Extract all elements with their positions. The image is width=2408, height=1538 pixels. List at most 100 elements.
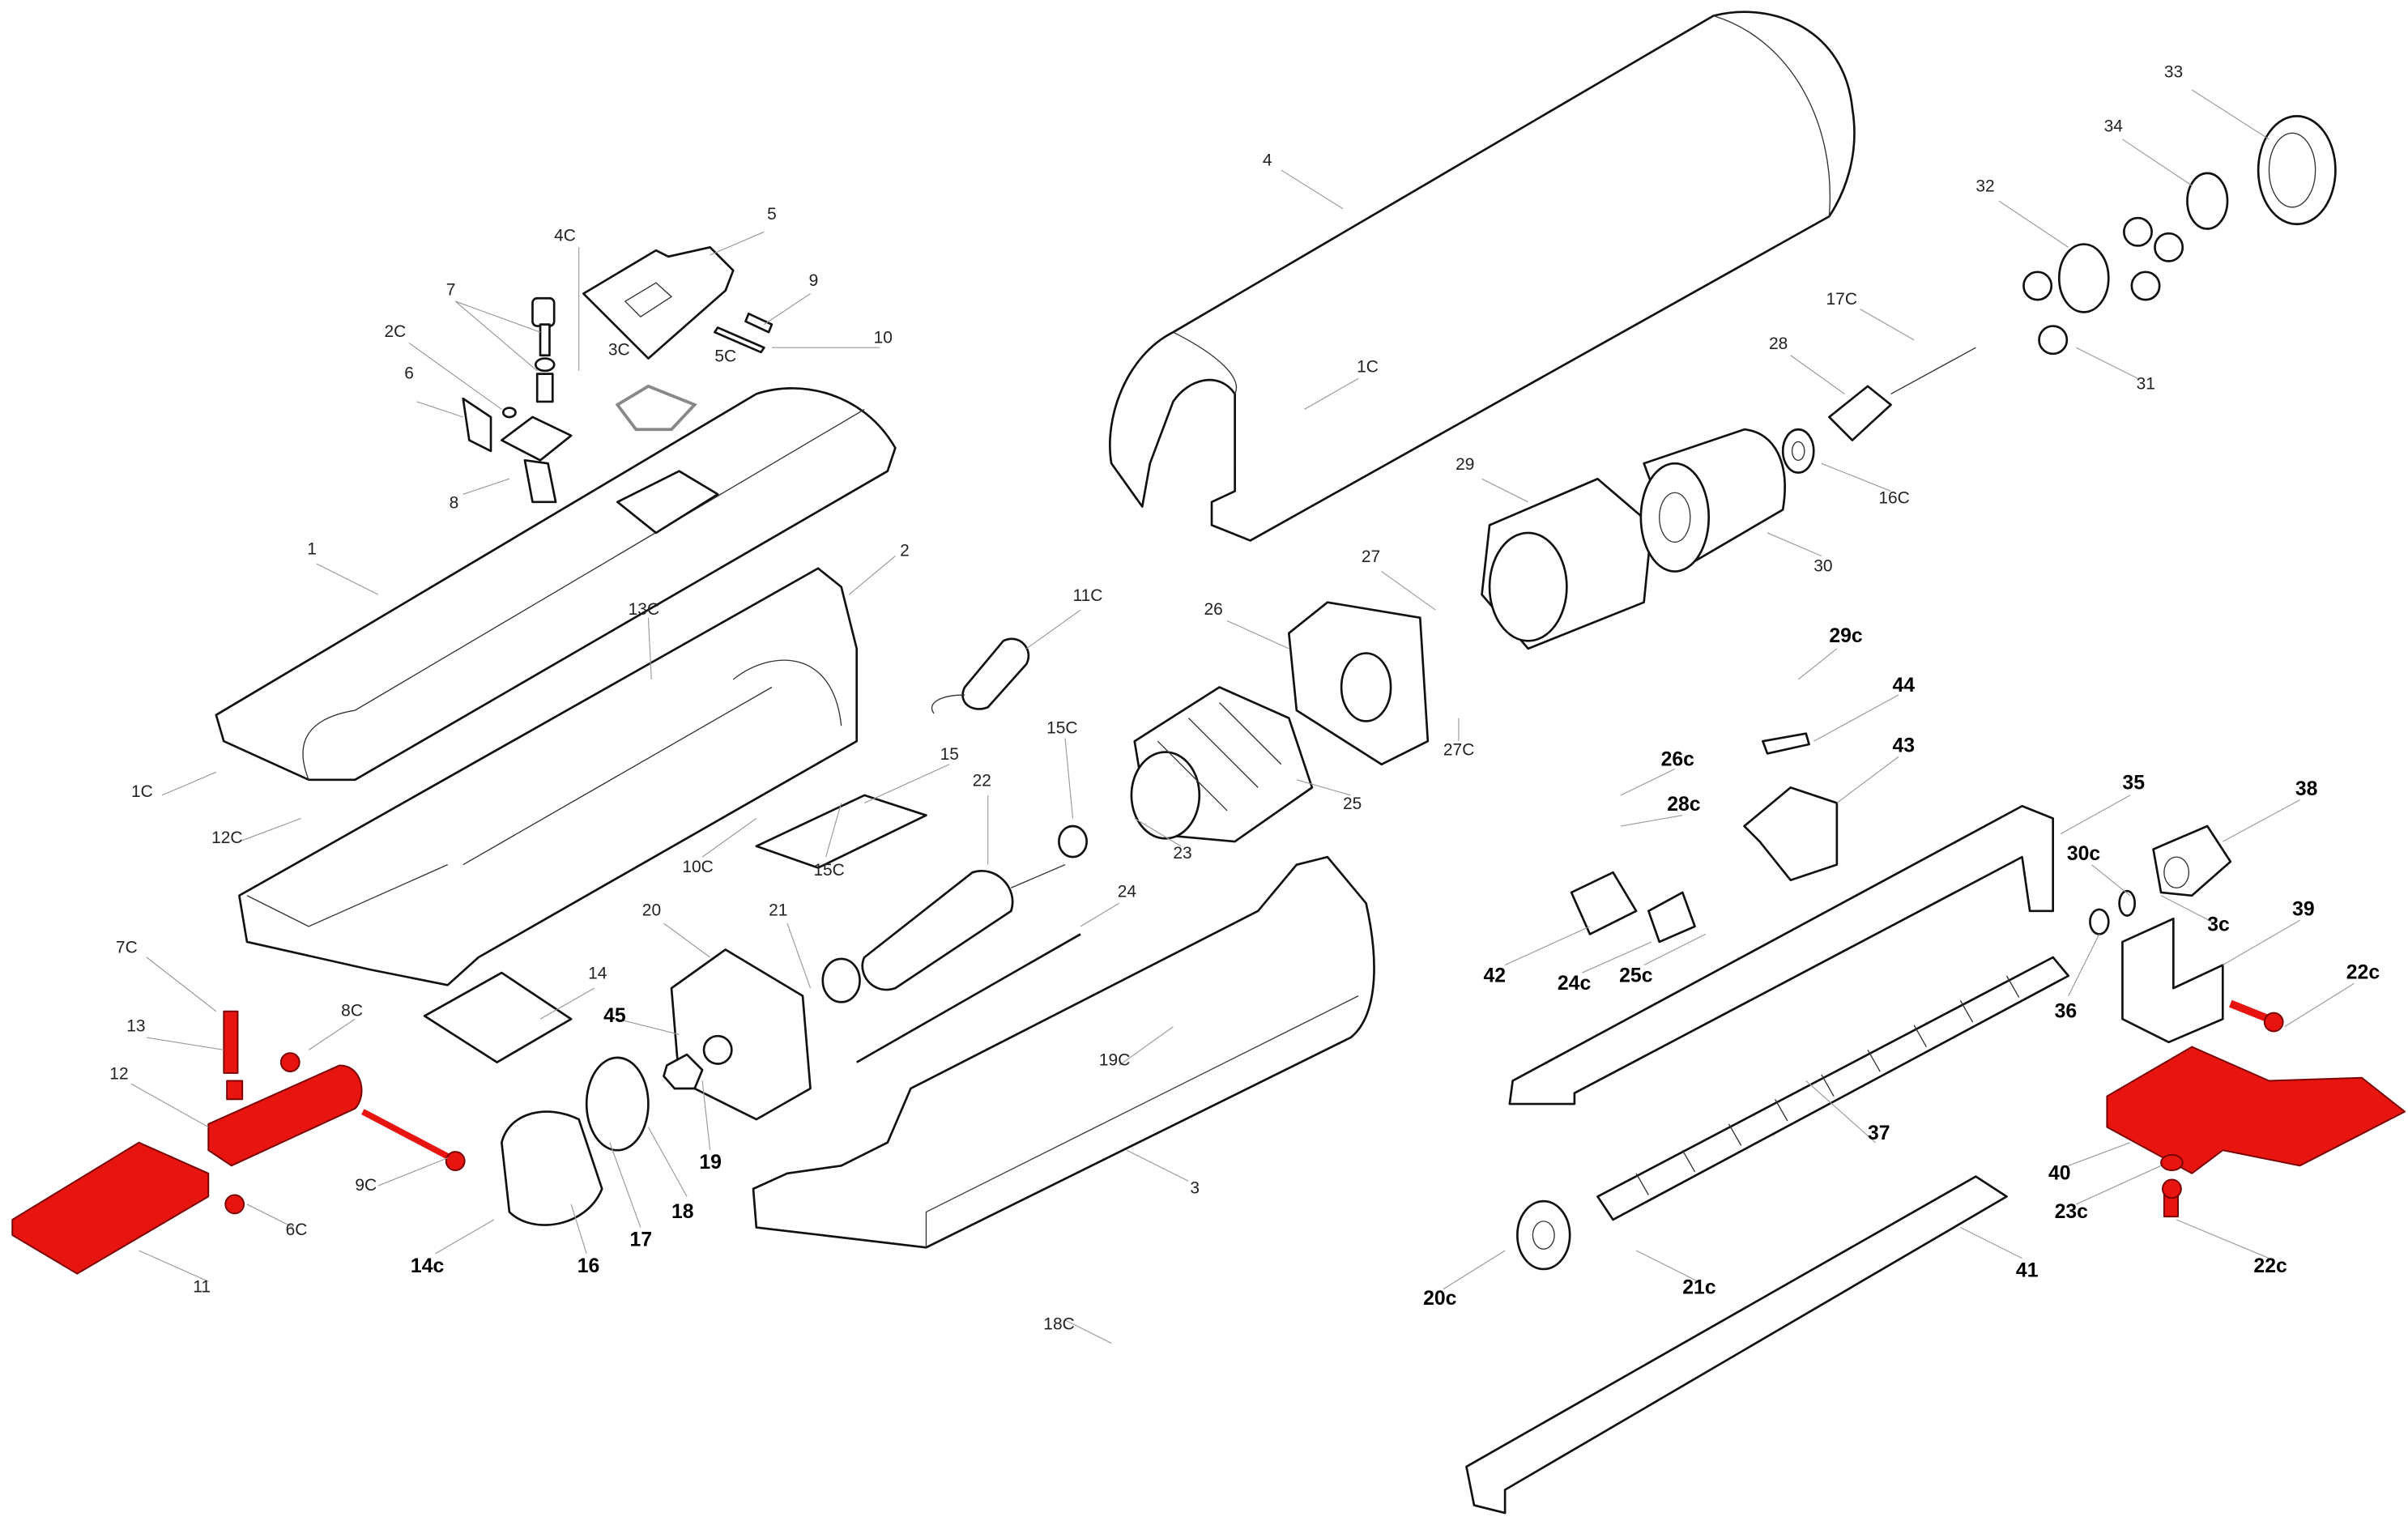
label: 7C: [116, 938, 138, 956]
label: 21c: [1682, 1276, 1716, 1298]
label: 38: [2295, 778, 2318, 800]
label: 17C: [1826, 290, 1857, 309]
label: 15C: [813, 861, 844, 880]
label: 11: [193, 1278, 211, 1297]
part-13-pin-highlighted: [223, 1010, 244, 1101]
part-39-bracket: [2121, 918, 2224, 1044]
label: 3c: [2207, 914, 2230, 936]
part-14-board: [423, 971, 573, 1063]
part-26-end-cap: [1287, 601, 1430, 766]
part-40-plate-highlighted: [2106, 1046, 2406, 1174]
part-41-rail: [1465, 1175, 2008, 1515]
label: 27: [1362, 547, 1380, 566]
part-38-nut-block: [2152, 824, 2232, 897]
part-16-cap: [501, 1110, 603, 1226]
label: 22: [973, 771, 991, 790]
label: 44: [1892, 675, 1915, 697]
label: 24c: [1558, 973, 1592, 995]
label: 25c: [1619, 965, 1653, 986]
label: 18: [671, 1201, 694, 1223]
label: 14c: [411, 1255, 445, 1277]
part-25-stator: [1130, 686, 1314, 843]
label: 45: [603, 1005, 626, 1027]
part-8C-nut-highlighted: [279, 1052, 300, 1072]
label: 22c: [2253, 1255, 2287, 1277]
label: 32: [1975, 177, 1994, 196]
label: 3C: [608, 341, 630, 360]
part-labels-bold: 29c 44 26c 43 28c 35 38 30c 3c 39 42 24c…: [411, 625, 2380, 1310]
label: 8C: [341, 1001, 363, 1020]
part-7-key: [462, 296, 573, 504]
part-33-end-ring: [2257, 115, 2337, 226]
label: 28: [1769, 334, 1788, 353]
label: 35: [2122, 772, 2145, 794]
label: 1: [307, 540, 317, 559]
label: 2: [900, 542, 910, 560]
part-23c-washer-highlighted: [2160, 1153, 2184, 1171]
label: 4: [1263, 151, 1272, 169]
label: 27C: [1443, 740, 1474, 759]
part-35-rack: [1508, 804, 2055, 1106]
label: 13: [126, 1016, 145, 1035]
part-5-lock-cover: [582, 246, 774, 432]
part-2-chassis: [238, 567, 859, 986]
part-11-base-plate-highlighted: [11, 1141, 210, 1275]
label: 16: [577, 1255, 600, 1277]
label: 15: [940, 745, 959, 764]
label: 30: [1813, 557, 1832, 576]
label: 7: [446, 280, 456, 299]
part-42-switch-holder: [1570, 871, 1696, 944]
label: 9: [809, 271, 819, 290]
part-24-rod: [856, 933, 1081, 1063]
label: 9C: [355, 1176, 377, 1195]
label: 31: [2137, 375, 2155, 394]
label: 10C: [682, 858, 713, 876]
part-29-rotor-housing: [1481, 477, 1653, 650]
label: 37: [1868, 1123, 1890, 1144]
part-28-pinion: [1828, 347, 1976, 441]
label: 2C: [385, 322, 407, 341]
label: 10: [874, 329, 893, 347]
label: 40: [2048, 1162, 2071, 1184]
part-22-armature: [821, 824, 1088, 1003]
label: 19: [699, 1152, 722, 1174]
label: 36: [2055, 1000, 2078, 1022]
label: 34: [2104, 117, 2124, 135]
label: 3: [1190, 1179, 1200, 1198]
label: 26c: [1661, 749, 1695, 771]
label: 6: [404, 364, 414, 382]
part-1-upper-housing: [215, 387, 897, 782]
part-11C-capacitor: [931, 637, 1030, 714]
part-20c-bearing: [1516, 1199, 1571, 1271]
part-9C-bolt-highlighted: [361, 1109, 466, 1171]
leader-lines: [130, 89, 2355, 1344]
part-37-screw: [1596, 956, 2070, 1221]
label: 21: [769, 901, 787, 920]
part-labels: 4 5 4C 7 9 2C 3C 5C 10 6 8 1 2 13C 11C 1…: [109, 63, 2183, 1334]
label: 15C: [1046, 719, 1077, 738]
label: 42: [1483, 965, 1506, 986]
part-12-bracket-highlighted: [207, 1064, 363, 1167]
label: 5C: [714, 347, 736, 365]
part-15-board: [755, 794, 927, 869]
label: 22c: [2346, 962, 2380, 984]
part-36-bushing: [2089, 889, 2137, 935]
label: 28c: [1667, 794, 1701, 816]
label: 1C: [131, 782, 153, 801]
label: 18C: [1043, 1314, 1074, 1333]
label: 20: [642, 901, 661, 920]
label: 6C: [286, 1221, 308, 1239]
label: 24: [1118, 883, 1137, 901]
label: 41: [2016, 1259, 2039, 1281]
part-22c-bolt-highlighted: [2162, 999, 2284, 1218]
label: 4C: [554, 227, 576, 245]
part-18-plate: [585, 1056, 650, 1152]
label: 17: [630, 1229, 653, 1250]
part-6C-nut-highlighted: [224, 1194, 245, 1215]
part-32-planet-carrier: [2022, 216, 2184, 356]
label: 1C: [1357, 358, 1379, 377]
label: 39: [2292, 899, 2315, 921]
label: 12C: [211, 829, 242, 847]
label: 29c: [1829, 625, 1863, 647]
